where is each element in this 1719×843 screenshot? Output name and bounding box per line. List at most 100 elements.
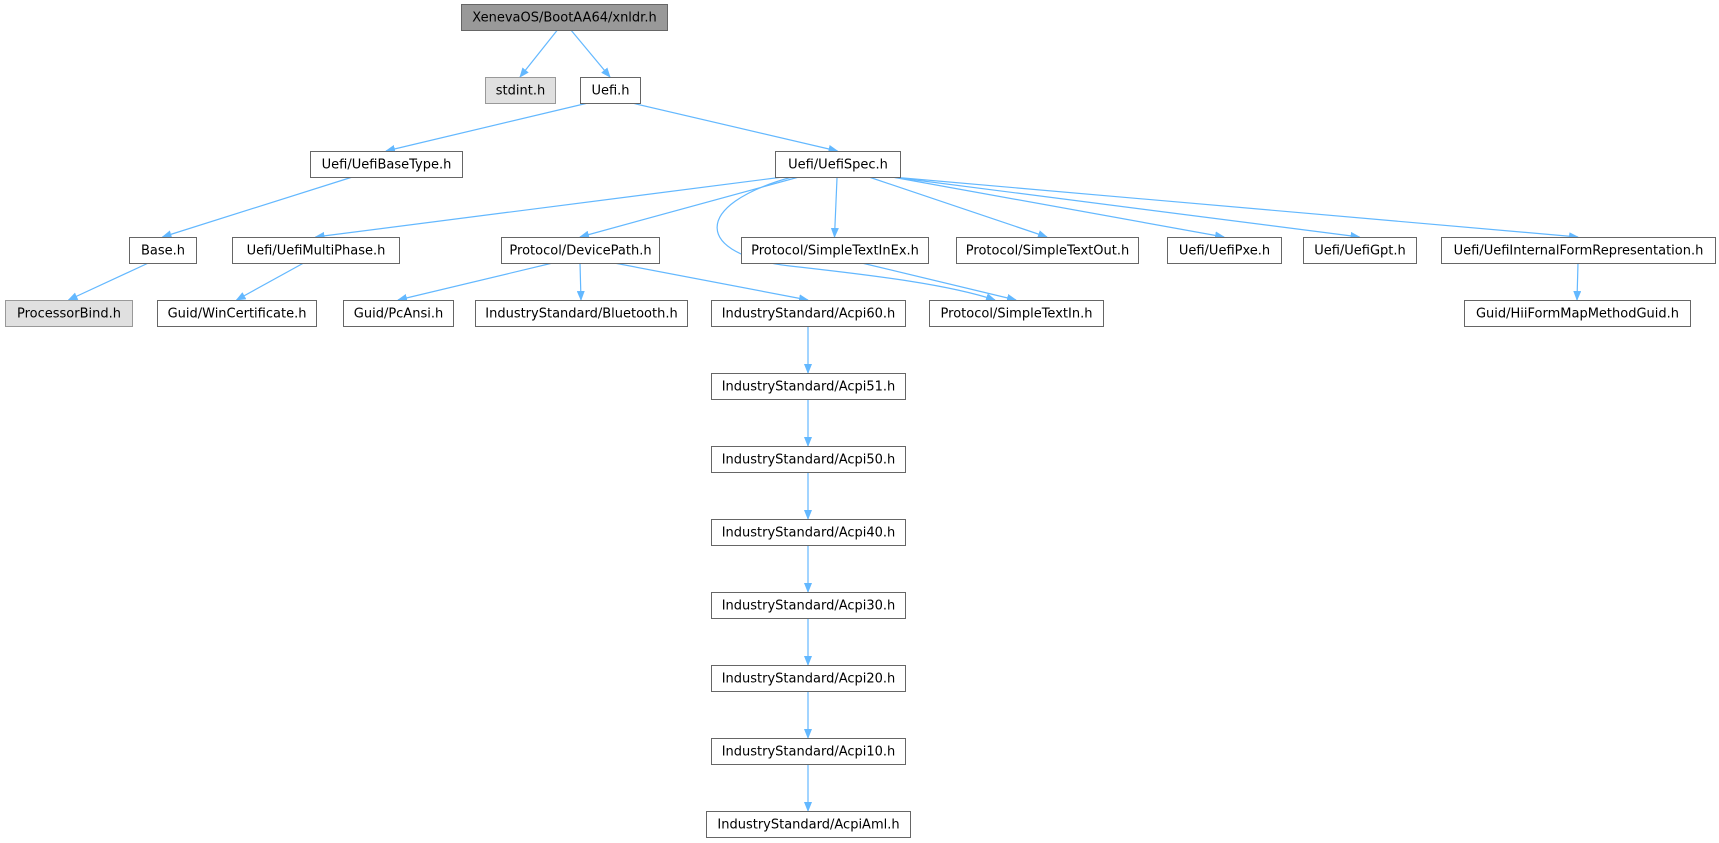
node-uefi-uefispec-h[interactable]: Uefi/UefiSpec.h — [775, 151, 901, 178]
node-label: Protocol/SimpleTextIn.h — [941, 307, 1093, 322]
edge-basetype-to-base — [161, 176, 353, 239]
edge-ifr-to-hiiform — [1573, 262, 1582, 301]
node-protocol-devicepath-h[interactable]: Protocol/DevicePath.h — [501, 237, 660, 264]
node-industrystandard-acpi51-h[interactable]: IndustryStandard/Acpi51.h — [711, 373, 906, 400]
node-label: IndustryStandard/AcpiAml.h — [717, 818, 899, 833]
node-box[interactable] — [1441, 237, 1716, 264]
node-box[interactable] — [741, 237, 929, 264]
edge-uefispec-to-sti — [716, 176, 996, 301]
node-label: Uefi/UefiGpt.h — [1314, 244, 1406, 259]
node-box[interactable] — [1167, 237, 1282, 264]
node-protocol-simpletextout-h[interactable]: Protocol/SimpleTextOut.h — [956, 237, 1139, 264]
node-label: IndustryStandard/Acpi40.h — [722, 526, 896, 541]
edge-xnldr-to-uefi — [570, 29, 611, 78]
node-industrystandard-acpiaml-h[interactable]: IndustryStandard/AcpiAml.h — [706, 811, 911, 838]
node-guid-hiiformmapmethodguid-h[interactable]: Guid/HiiFormMapMethodGuid.h — [1464, 300, 1691, 327]
edge-stie-to-sti — [861, 262, 1017, 302]
node-label: Uefi/UefiSpec.h — [788, 158, 888, 173]
node-uefi-h[interactable]: Uefi.h — [580, 77, 641, 104]
node-protocol-simpletextin-h[interactable]: Protocol/SimpleTextIn.h — [929, 300, 1104, 327]
node-label: IndustryStandard/Acpi51.h — [722, 380, 896, 395]
node-label: IndustryStandard/Acpi30.h — [722, 599, 896, 614]
node-label: ProcessorBind.h — [17, 307, 121, 322]
node-label: Uefi/UefiPxe.h — [1179, 244, 1270, 259]
node-industrystandard-acpi50-h[interactable]: IndustryStandard/Acpi50.h — [711, 446, 906, 473]
node-label: Guid/WinCertificate.h — [168, 307, 307, 322]
node-box[interactable] — [711, 592, 906, 619]
node-box[interactable] — [310, 151, 463, 178]
node-box[interactable] — [711, 300, 906, 327]
node-box[interactable] — [956, 237, 1139, 264]
node-box[interactable] — [5, 300, 133, 327]
node-uefi-uefibasetype-h[interactable]: Uefi/UefiBaseType.h — [310, 151, 463, 178]
node-industrystandard-acpi60-h[interactable]: IndustryStandard/Acpi60.h — [711, 300, 906, 327]
node-box[interactable] — [711, 519, 906, 546]
node-industrystandard-acpi40-h[interactable]: IndustryStandard/Acpi40.h — [711, 519, 906, 546]
node-label: IndustryStandard/Acpi10.h — [722, 745, 896, 760]
node-label: Protocol/DevicePath.h — [509, 244, 651, 259]
node-box[interactable] — [711, 373, 906, 400]
node-guid-pcansi-h[interactable]: Guid/PcAnsi.h — [343, 300, 454, 327]
node-box[interactable] — [775, 151, 901, 178]
node-industrystandard-bluetooth-h[interactable]: IndustryStandard/Bluetooth.h — [475, 300, 688, 327]
node-label: Uefi/UefiBaseType.h — [322, 158, 452, 173]
node-label: Guid/PcAnsi.h — [354, 307, 443, 322]
node-label: XenevaOS/BootAA64/xnldr.h — [472, 11, 656, 26]
node-label: Protocol/SimpleTextInEx.h — [751, 244, 919, 259]
node-box[interactable] — [129, 237, 197, 264]
node-uefi-uefipxe-h[interactable]: Uefi/UefiPxe.h — [1167, 237, 1282, 264]
node-uefi-uefimultiphase-h[interactable]: Uefi/UefiMultiPhase.h — [232, 237, 400, 264]
node-label: IndustryStandard/Acpi20.h — [722, 672, 896, 687]
node-box[interactable] — [711, 446, 906, 473]
node-box[interactable] — [232, 237, 400, 264]
node-label: IndustryStandard/Acpi50.h — [722, 453, 896, 468]
edges-layer — [67, 29, 1582, 812]
edge-uefispec-to-stie — [830, 176, 839, 238]
node-box[interactable] — [485, 77, 556, 104]
node-label: Uefi/UefiMultiPhase.h — [247, 244, 386, 259]
node-base-h[interactable]: Base.h — [129, 237, 197, 264]
node-box[interactable] — [711, 738, 906, 765]
node-guid-wincertificate-h[interactable]: Guid/WinCertificate.h — [157, 300, 317, 327]
node-label: Protocol/SimpleTextOut.h — [966, 244, 1129, 259]
edge-devicepath-to-pcansi — [397, 262, 553, 302]
edge-uefi-to-uefispec — [631, 102, 839, 153]
edge-uefispec-to-pxe — [891, 176, 1225, 240]
node-uefi-uefigpt-h[interactable]: Uefi/UefiGpt.h — [1303, 237, 1417, 264]
node-box[interactable] — [1303, 237, 1417, 264]
node-processorbind-h[interactable]: ProcessorBind.h — [5, 300, 133, 327]
node-box[interactable] — [580, 77, 641, 104]
node-box[interactable] — [706, 811, 911, 838]
node-box[interactable] — [157, 300, 317, 327]
node-protocol-simpletextinex-h[interactable]: Protocol/SimpleTextInEx.h — [741, 237, 929, 264]
node-industrystandard-acpi10-h[interactable]: IndustryStandard/Acpi10.h — [711, 738, 906, 765]
node-label: Guid/HiiFormMapMethodGuid.h — [1476, 307, 1679, 322]
edge-uefispec-to-sto — [868, 176, 1048, 238]
node-box[interactable] — [711, 665, 906, 692]
node-box[interactable] — [501, 237, 660, 264]
node-industrystandard-acpi20-h[interactable]: IndustryStandard/Acpi20.h — [711, 665, 906, 692]
node-uefi-uefiinternalformrepresentation-h[interactable]: Uefi/UefiInternalFormRepresentation.h — [1441, 237, 1716, 264]
node-stdint-h[interactable]: stdint.h — [485, 77, 556, 104]
edge-uefi-to-basetype — [385, 102, 589, 153]
node-box[interactable] — [343, 300, 454, 327]
node-box[interactable] — [1464, 300, 1691, 327]
edge-devicepath-to-acpi60 — [614, 262, 809, 303]
node-xenevaos-bootaa64-xnldr-h[interactable]: XenevaOS/BootAA64/xnldr.h — [461, 4, 668, 31]
node-label: Uefi.h — [591, 84, 629, 99]
node-industrystandard-acpi30-h[interactable]: IndustryStandard/Acpi30.h — [711, 592, 906, 619]
node-box[interactable] — [475, 300, 688, 327]
edge-uefispec-to-ifr — [891, 176, 1579, 241]
node-label: IndustryStandard/Bluetooth.h — [485, 307, 677, 322]
edge-base-to-procbind — [67, 262, 149, 301]
nodes-layer: XenevaOS/BootAA64/xnldr.h stdint.h Uefi.hU… — [5, 4, 1716, 838]
edge-multiphase-to-wincert — [235, 262, 304, 301]
node-box[interactable] — [929, 300, 1104, 327]
node-label: stdint.h — [496, 84, 545, 99]
node-label: Base.h — [141, 244, 185, 259]
node-box[interactable] — [461, 4, 668, 31]
edge-xnldr-to-stdint — [519, 29, 558, 78]
edge-uefispec-to-multiphase — [314, 176, 784, 240]
node-label: Uefi/UefiInternalFormRepresentation.h — [1454, 244, 1704, 259]
edge-devicepath-to-bluetooth — [576, 262, 585, 301]
